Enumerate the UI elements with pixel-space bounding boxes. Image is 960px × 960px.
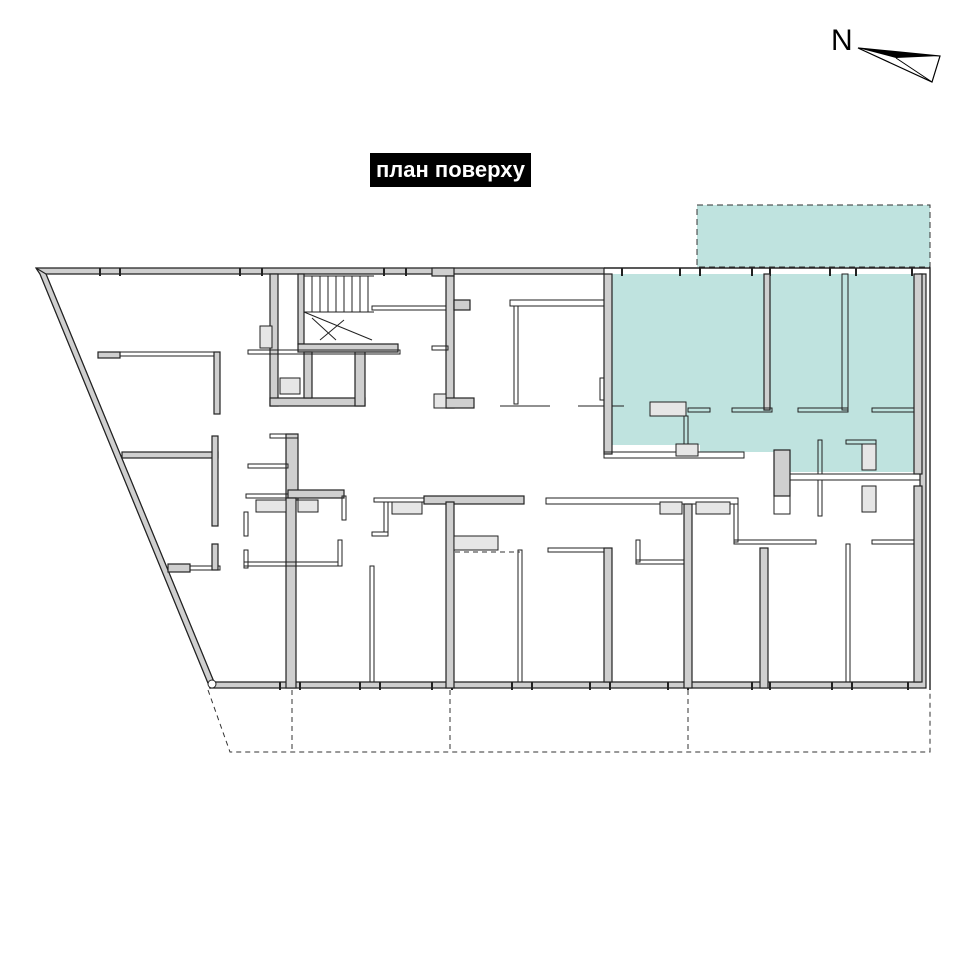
interior-walls xyxy=(97,267,923,689)
terrace-outline xyxy=(207,551,931,753)
north-label: N xyxy=(831,24,853,57)
highlighted-unit-walls xyxy=(599,273,923,515)
plan-title: план поверху xyxy=(370,153,531,187)
staircase xyxy=(259,273,399,407)
window-marks xyxy=(99,268,913,690)
north-arrow-icon xyxy=(857,47,941,83)
